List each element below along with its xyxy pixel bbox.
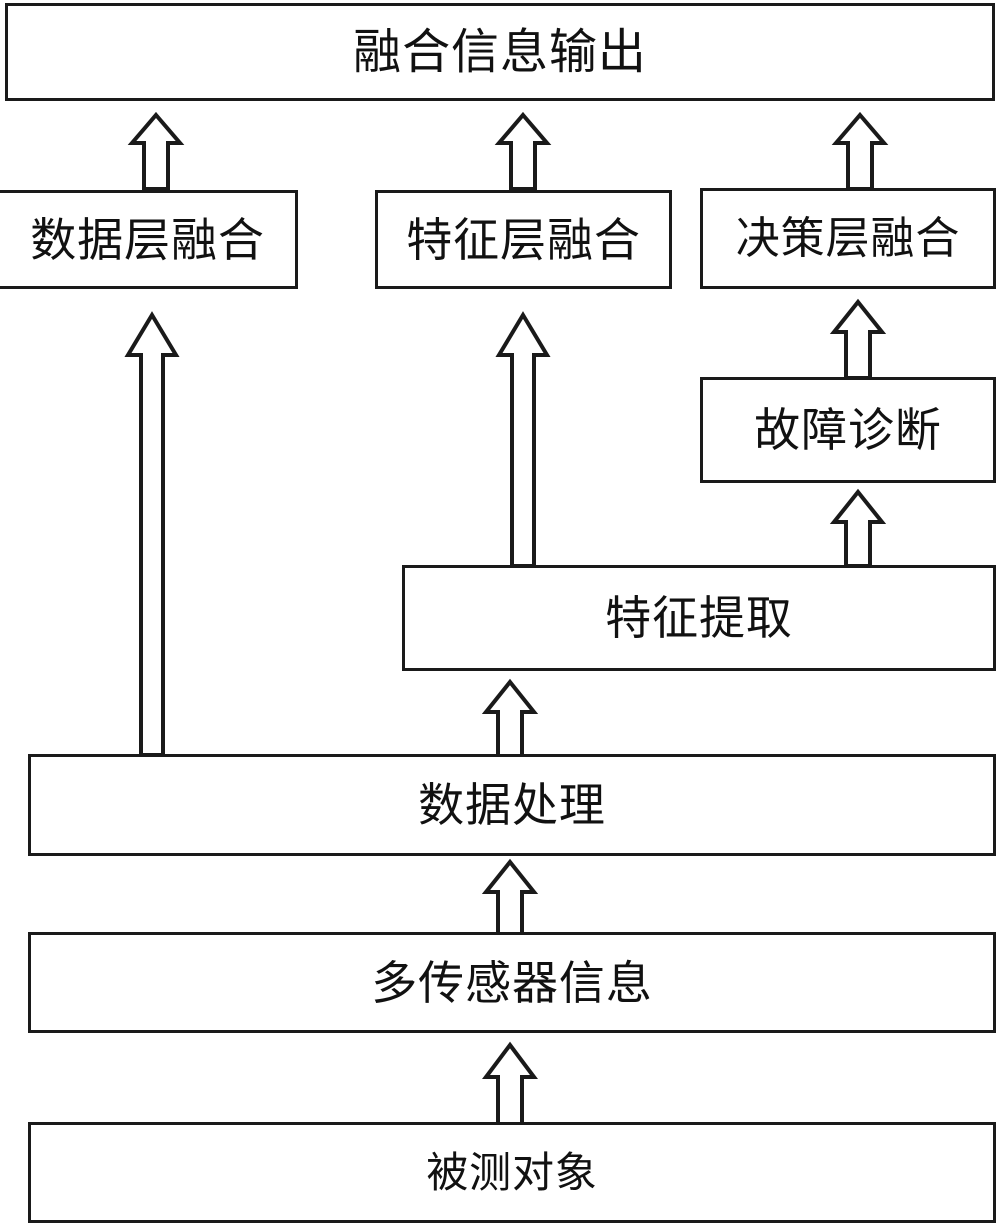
node-data-processing[interactable]: 数据处理 (28, 754, 996, 856)
node-label-fusion-information-output: 融合信息输出 (353, 24, 647, 80)
node-multisensor-information[interactable]: 多传感器信息 (28, 932, 996, 1033)
arrow-feature-fusion-to-output (494, 111, 552, 191)
node-label-feature-extraction: 特征提取 (605, 591, 793, 645)
node-feature-extraction[interactable]: 特征提取 (402, 565, 996, 671)
node-data-layer-fusion[interactable]: 数据层融合 (0, 190, 298, 289)
node-fusion-information-output[interactable]: 融合信息输出 (5, 3, 995, 101)
node-decision-layer-fusion[interactable]: 决策层融合 (700, 188, 996, 289)
arrow-object-to-multisensor (482, 1041, 538, 1127)
arrow-feature-extraction-to-fault-diagnosis (829, 488, 887, 568)
arrow-data-fusion-to-output (127, 111, 185, 191)
node-label-fault-diagnosis: 故障诊断 (754, 403, 942, 457)
node-label-feature-layer-fusion: 特征层融合 (406, 212, 641, 267)
node-label-decision-layer-fusion: 决策层融合 (735, 212, 961, 264)
node-label-data-processing: 数据处理 (418, 778, 606, 832)
arrow-data-processing-to-data-fusion (124, 311, 180, 757)
node-fault-diagnosis[interactable]: 故障诊断 (700, 377, 996, 483)
node-label-multisensor-information: 多传感器信息 (371, 955, 653, 1010)
node-label-data-layer-fusion: 数据层融合 (30, 212, 265, 267)
arrow-multisensor-to-data-processing (481, 858, 539, 938)
node-label-object-under-test: 被测对象 (426, 1147, 598, 1197)
node-feature-layer-fusion[interactable]: 特征层融合 (375, 190, 672, 289)
arrow-fault-diagnosis-to-decision-fusion (829, 298, 887, 380)
arrow-data-processing-to-feature-extraction (481, 678, 539, 758)
arrow-decision-fusion-to-output (831, 111, 889, 191)
arrow-feature-extraction-to-feature-fusion (495, 311, 551, 568)
node-object-under-test[interactable]: 被测对象 (28, 1122, 996, 1223)
